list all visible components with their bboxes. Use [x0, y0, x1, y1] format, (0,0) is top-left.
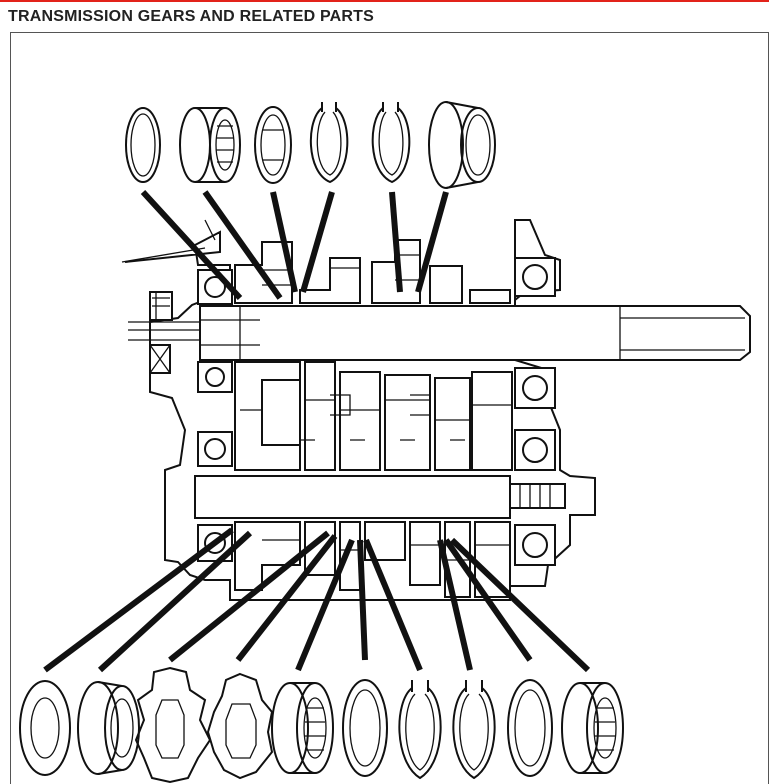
- page-title: TRANSMISSION GEARS AND RELATED PARTS: [8, 8, 375, 25]
- bushing-icon: [428, 101, 496, 189]
- snap-ring-icon: [254, 106, 292, 184]
- snap-ring-icon: [507, 679, 553, 777]
- oil-seal-icon: [149, 291, 173, 321]
- mesh-gears: [234, 361, 513, 471]
- bushing-icon: [77, 681, 140, 775]
- bearing-block-icon: [149, 344, 171, 374]
- circlip-icon: [371, 102, 411, 184]
- thrust-washer-icon: [19, 680, 71, 776]
- snap-ring-icon: [342, 679, 388, 777]
- lock-washer-icon: [134, 666, 212, 784]
- needle-bearing-icon: [561, 682, 624, 774]
- transmission-assembly: [43, 189, 751, 673]
- top-parts-row: [125, 101, 496, 189]
- snap-ring-icon: [125, 107, 161, 183]
- header-bar: TRANSMISSION GEARS AND RELATED PARTS: [0, 0, 769, 32]
- counter-shaft: [194, 475, 566, 519]
- needle-bearing-icon: [271, 682, 334, 774]
- bottom-parts-row: [19, 666, 624, 784]
- main-shaft: [199, 305, 751, 361]
- circlip-icon: [398, 680, 442, 780]
- circlip-icon: [452, 680, 496, 780]
- lock-washer-icon: [206, 672, 274, 780]
- circlip-icon: [309, 102, 349, 184]
- needle-bearing-icon: [179, 107, 241, 183]
